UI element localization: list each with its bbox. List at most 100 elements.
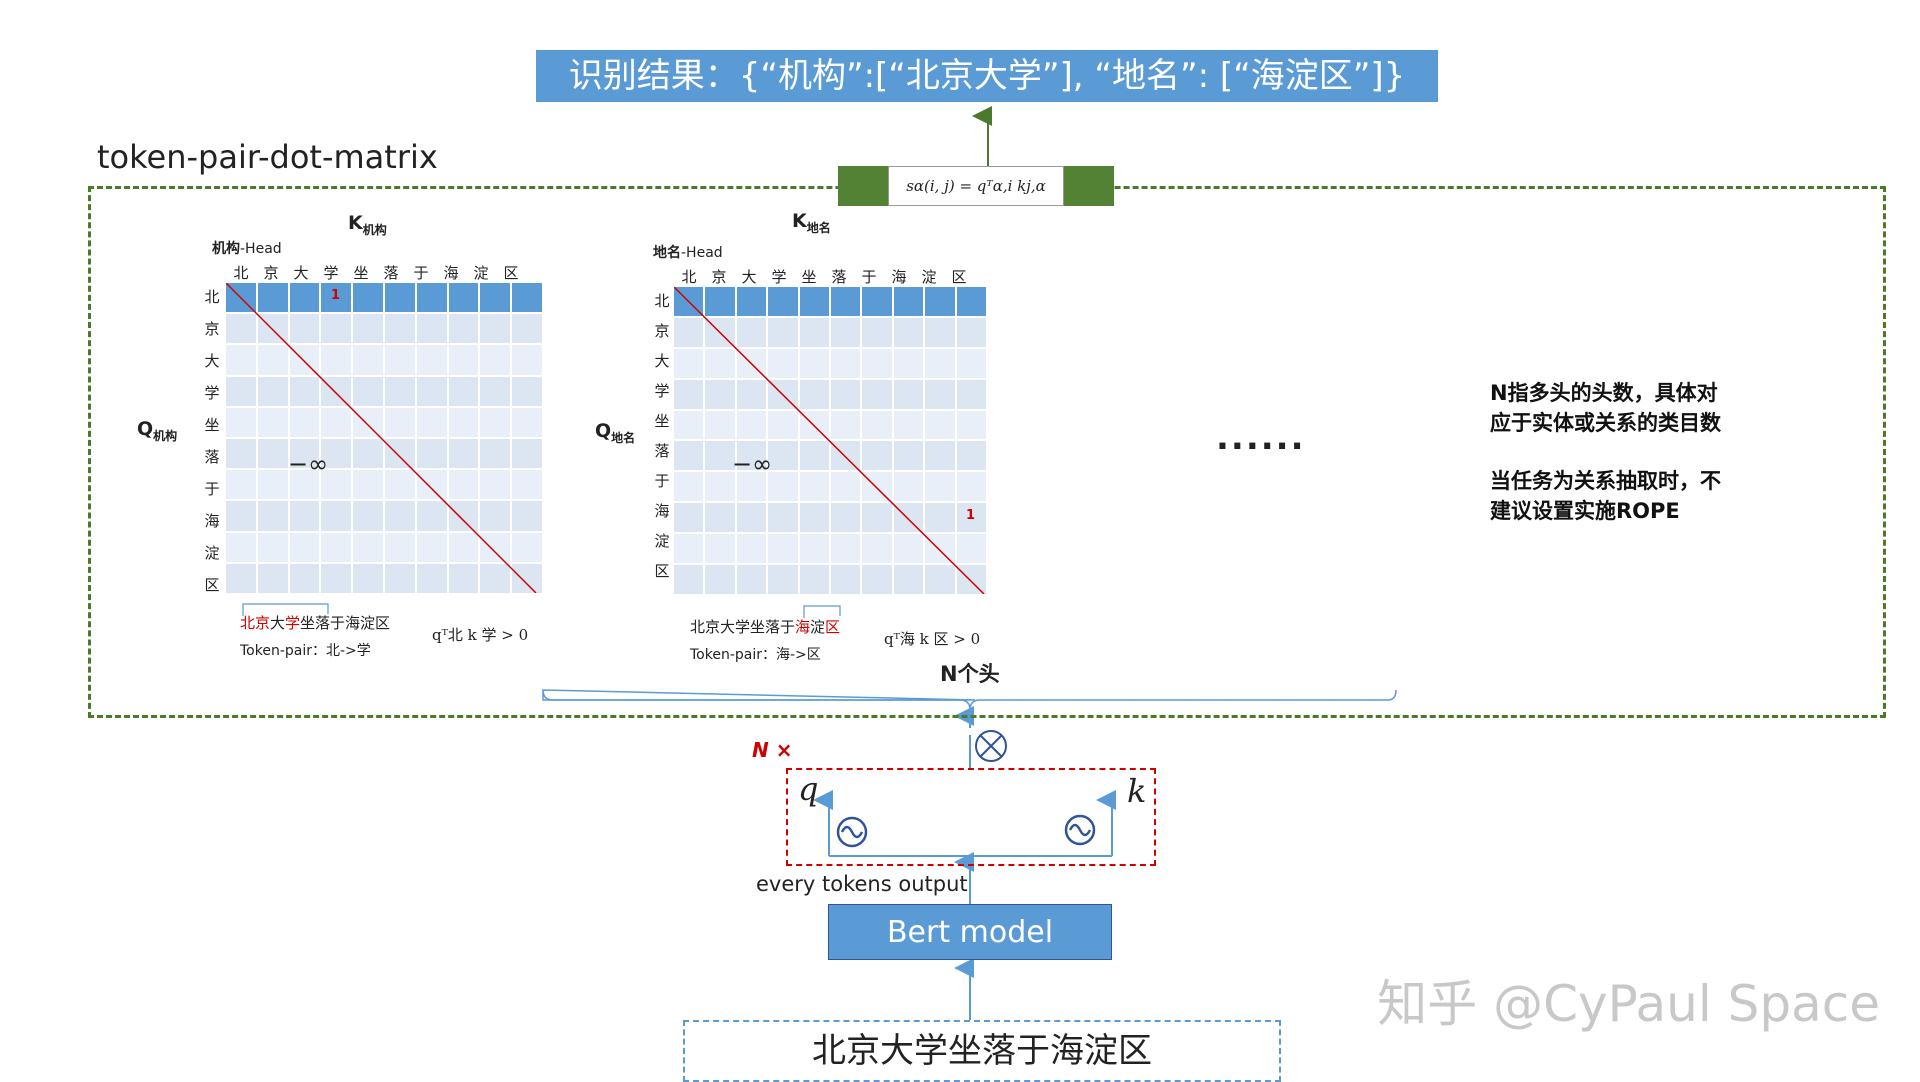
matrix-cell bbox=[830, 472, 861, 502]
matrix-cell bbox=[321, 376, 352, 406]
matrix-cell bbox=[448, 563, 479, 593]
n-heads-label: N个头 bbox=[940, 662, 1000, 686]
matrix-cell bbox=[353, 283, 383, 313]
matrix-cell bbox=[705, 565, 735, 594]
matrix-title: token-pair-dot-matrix bbox=[97, 138, 438, 176]
matrix-cell bbox=[257, 532, 288, 562]
matrix-cell bbox=[768, 534, 798, 564]
matrix-cell bbox=[956, 565, 986, 594]
col-char: 北 bbox=[233, 264, 249, 282]
matrix-cell bbox=[799, 441, 829, 471]
matrix-cell bbox=[705, 472, 735, 502]
matrix-cell bbox=[384, 407, 415, 437]
row-char: 坐 bbox=[654, 412, 670, 430]
matrix-cell bbox=[956, 287, 986, 316]
matrix-cell bbox=[674, 441, 704, 471]
row-char: 于 bbox=[654, 472, 670, 490]
note-line: N指多头的头数，具体对 bbox=[1490, 381, 1718, 405]
matrix-cell bbox=[480, 345, 511, 375]
qk-condition: qᵀ北 k 学 > 0 bbox=[432, 626, 529, 644]
matrix-cell bbox=[226, 532, 256, 562]
row-headers: 北 京 大 学 坐 落 于 海 淀 区 bbox=[652, 290, 672, 590]
matrix-cell bbox=[799, 565, 829, 594]
matrix-cell bbox=[226, 470, 256, 500]
matrix-cell bbox=[893, 565, 924, 594]
matrix-cell bbox=[289, 563, 320, 593]
matrix-cell bbox=[925, 565, 955, 594]
matrix-cell bbox=[893, 534, 924, 564]
matrix-cell bbox=[736, 379, 767, 409]
matrix-cell bbox=[705, 379, 735, 409]
matrix-cell bbox=[321, 314, 352, 344]
matrix-cell bbox=[226, 376, 256, 406]
matrix-cell bbox=[384, 470, 415, 500]
matrix-cell bbox=[512, 376, 542, 406]
head-label: 地名-Head bbox=[653, 245, 723, 261]
row-char: 海 bbox=[204, 512, 220, 530]
matrix-cell bbox=[480, 376, 511, 406]
matrix-cell bbox=[480, 439, 511, 469]
column-headers: 北 京 大 学 坐 落 于 海 淀 区 bbox=[674, 266, 974, 287]
matrix-cell bbox=[384, 376, 415, 406]
matrix-cell bbox=[736, 287, 767, 316]
row-char: 落 bbox=[204, 448, 220, 466]
row-char: 落 bbox=[654, 442, 670, 460]
col-char: 淀 bbox=[473, 264, 489, 282]
matrix-cell bbox=[353, 532, 383, 562]
matrix-cell bbox=[257, 563, 288, 593]
matrix-cell bbox=[768, 472, 798, 502]
row-char: 海 bbox=[654, 502, 670, 520]
row-char: 坐 bbox=[204, 416, 220, 434]
matrix-cell bbox=[956, 348, 986, 378]
matrix-cell bbox=[893, 410, 924, 440]
col-char: 京 bbox=[711, 268, 727, 286]
matrix-cell bbox=[384, 439, 415, 469]
row-char: 北 bbox=[654, 292, 670, 310]
matrix-cell bbox=[448, 314, 479, 344]
matrix-cell bbox=[512, 470, 542, 500]
col-char: 落 bbox=[383, 264, 399, 282]
matrix-cell bbox=[956, 503, 986, 533]
formula: sα(i, j) = qᵀα,i kj,α bbox=[888, 166, 1064, 206]
matrix-cell bbox=[674, 472, 704, 502]
matrix-cell bbox=[830, 379, 861, 409]
col-char: 坐 bbox=[801, 268, 817, 286]
matrix-cell bbox=[862, 379, 892, 409]
matrix-cell bbox=[257, 470, 288, 500]
matrix-cell bbox=[768, 441, 798, 471]
positive-cell: 1 bbox=[331, 288, 341, 303]
matrix-cell bbox=[799, 287, 829, 316]
col-char: 大 bbox=[741, 268, 757, 286]
matrix-cell bbox=[674, 410, 704, 440]
matrix-cell bbox=[862, 317, 892, 347]
matrix-cell bbox=[289, 532, 320, 562]
row-char: 淀 bbox=[654, 532, 670, 550]
row-char: 京 bbox=[654, 322, 670, 340]
matrix-cell bbox=[674, 379, 704, 409]
matrix-cell bbox=[416, 376, 447, 406]
row-char: 于 bbox=[204, 480, 220, 498]
neg-inf-label: −∞ bbox=[732, 450, 773, 478]
matrix-cell bbox=[925, 472, 955, 502]
matrix-cell bbox=[416, 283, 447, 313]
q-letter: q bbox=[798, 770, 819, 808]
matrix-cell bbox=[925, 503, 955, 533]
matrix-cell bbox=[226, 439, 256, 469]
col-char: 于 bbox=[861, 268, 877, 286]
k-label: K机构 bbox=[348, 212, 387, 237]
matrix-cell bbox=[736, 317, 767, 347]
matrix-cell bbox=[956, 317, 986, 347]
matrix-cell bbox=[956, 472, 986, 502]
matrix-cell bbox=[416, 470, 447, 500]
diagonal-line bbox=[226, 283, 537, 593]
matrix-cell bbox=[226, 407, 256, 437]
matrix-cell bbox=[862, 410, 892, 440]
col-char: 大 bbox=[293, 264, 309, 282]
k-label: K地名 bbox=[792, 210, 831, 235]
row-headers: 北 京 大 学 坐 落 于 海 淀 区 bbox=[202, 286, 222, 606]
matrix-cell bbox=[830, 287, 861, 316]
matrix-cell bbox=[480, 563, 511, 593]
token-pair: Token-pair：海->区 bbox=[690, 647, 821, 663]
matrix-cell bbox=[925, 379, 955, 409]
matrix-cell bbox=[384, 283, 415, 313]
